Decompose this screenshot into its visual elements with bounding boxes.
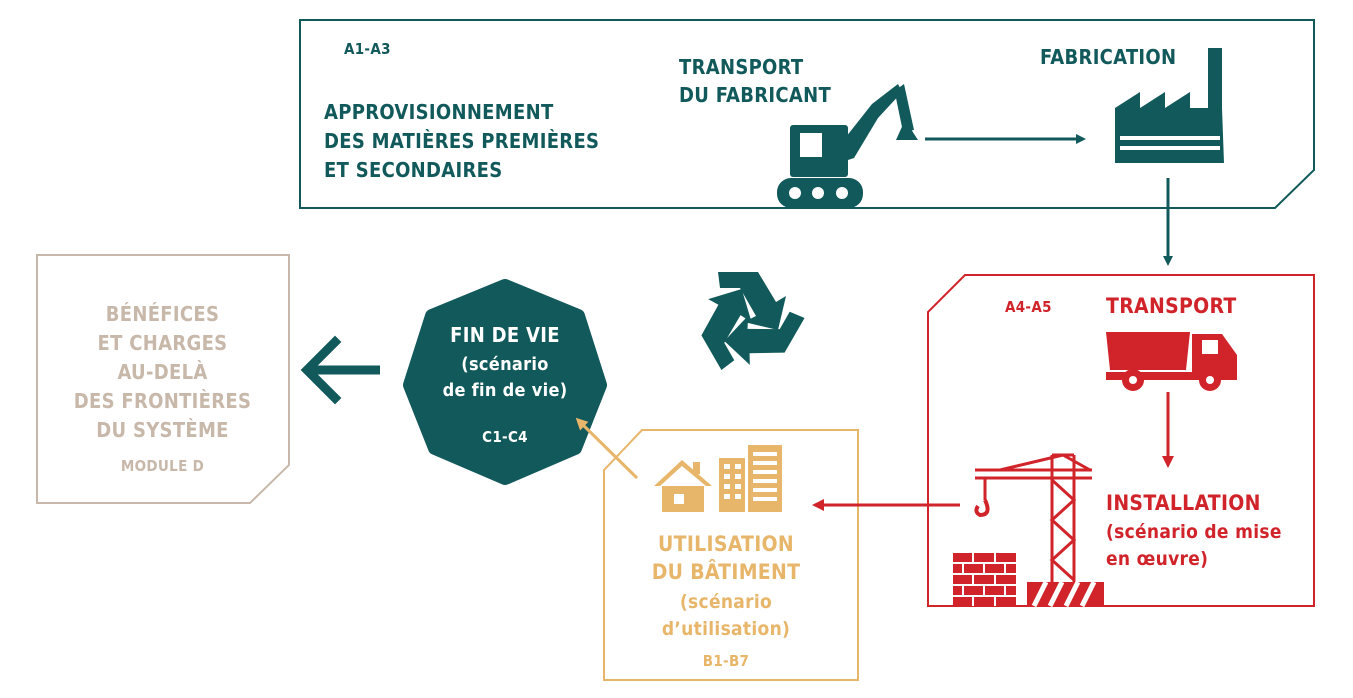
transport-line-2: DU FABRICANT — [679, 83, 832, 107]
stage-a45-code: A4-A5 — [1005, 298, 1052, 316]
supply-line-2: DES MATIÈRES PREMIÈRES — [324, 129, 600, 153]
striped-base-icon — [1027, 580, 1104, 608]
use-detail: (scénario d’utilisation) — [616, 589, 836, 643]
arrow-end-of-life-to-module-d — [300, 335, 380, 405]
apartment-building-icon — [719, 445, 782, 512]
stage-b-code: B1-B7 — [702, 652, 750, 670]
end-of-life-title: FIN DE VIE — [450, 323, 560, 347]
stage-a-code: A1-A3 — [344, 40, 391, 58]
factory-icon — [1115, 48, 1224, 163]
end-of-life-hexagon — [403, 279, 607, 485]
installation-detail-line-2: en œuvre) — [1106, 548, 1209, 570]
arrow-use-to-end-of-life — [575, 417, 639, 480]
installation-detail-line-1: (scénario de mise — [1106, 521, 1282, 543]
use-title-line-1: UTILISATION — [658, 532, 794, 556]
end-of-life-detail: (scénario de fin de vie) — [420, 352, 590, 404]
installation-detail: (scénario de mise en œuvre) — [1106, 519, 1282, 573]
installation-title: INSTALLATION — [1106, 491, 1261, 515]
use-title: UTILISATION DU BÂTIMENT — [616, 530, 836, 586]
transport-manufacturer-title: TRANSPORT DU FABRICANT — [679, 53, 831, 109]
module-d-title: BÉNÉFICES ET CHARGES AU-DELÀ DES FRONTIÈ… — [40, 300, 285, 445]
module-d-line-2: ET CHARGES — [97, 331, 228, 355]
end-of-life-detail-line-1: (scénario — [461, 354, 549, 375]
box-a1-a3 — [299, 19, 1315, 209]
excavator-icon — [777, 84, 918, 208]
use-detail-line-2: d’utilisation) — [661, 618, 791, 640]
fabrication-title: FABRICATION — [1040, 45, 1177, 69]
crane-icon — [974, 453, 1092, 582]
box-b1-b7 — [603, 429, 859, 681]
recycle-icon — [687, 272, 805, 377]
transport-title: TRANSPORT — [1106, 294, 1237, 318]
box-module-d — [36, 254, 290, 504]
supply-line-1: APPROVISIONNEMENT — [324, 100, 554, 124]
supply-title: APPROVISIONNEMENT DES MATIÈRES PREMIÈRES… — [324, 98, 599, 185]
brick-wall-icon — [953, 553, 1016, 606]
end-of-life-detail-line-2: de fin de vie) — [442, 380, 568, 401]
stage-c-code: C1-C4 — [482, 428, 528, 446]
module-d-line-3: AU-DELÀ — [117, 360, 208, 384]
supply-line-3: ET SECONDAIRES — [324, 158, 503, 182]
transport-line-1: TRANSPORT — [679, 55, 804, 79]
module-d-line-4: DES FRONTIÈRES — [73, 389, 252, 413]
module-d-line-1: BÉNÉFICES — [105, 302, 220, 326]
module-d-label: MODULE D — [120, 457, 205, 475]
module-d-line-5: DU SYSTÈME — [96, 418, 229, 442]
use-detail-line-1: (scénario — [679, 591, 773, 613]
box-a4-a5 — [927, 274, 1315, 607]
house-icon — [654, 460, 712, 512]
dump-truck-icon — [1106, 332, 1237, 391]
use-title-line-2: DU BÂTIMENT — [651, 560, 801, 584]
